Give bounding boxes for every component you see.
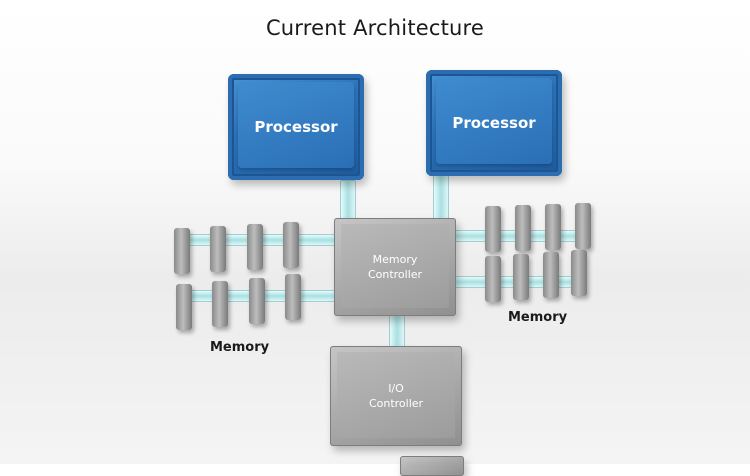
memory-chip <box>485 206 501 252</box>
memory-chip <box>571 250 587 296</box>
diagram-title: Current Architecture <box>265 16 485 40</box>
memory-chip <box>283 222 299 268</box>
memory-chip <box>285 274 301 320</box>
memory-label-right: Memory <box>508 310 568 325</box>
processor-2: Processor <box>426 70 562 176</box>
memory-chip <box>513 254 529 300</box>
memory-controller: Memory Controller <box>334 218 456 316</box>
io-controller: I/O Controller <box>330 346 462 446</box>
memory-chip <box>174 228 190 274</box>
partial-component <box>400 456 464 476</box>
memory-chip <box>515 205 531 251</box>
memory-controller-label: Memory Controller <box>367 253 423 281</box>
processor-1-label: Processor <box>254 118 338 136</box>
memory-chip <box>210 226 226 272</box>
processor-2-label: Processor <box>452 114 536 132</box>
memory-chip <box>247 224 263 270</box>
memory-chip <box>176 284 192 330</box>
processor-2-bus <box>433 174 449 224</box>
io-controller-label: I/O Controller <box>368 382 424 410</box>
memory-chip <box>545 204 561 250</box>
memory-chip <box>543 252 559 298</box>
memory-chip <box>575 203 591 249</box>
memory-chip <box>212 281 228 327</box>
processor-1: Processor <box>228 74 364 180</box>
memory-chip <box>249 278 265 324</box>
memory-label-left: Memory <box>210 340 270 355</box>
memory-chip <box>485 256 501 302</box>
